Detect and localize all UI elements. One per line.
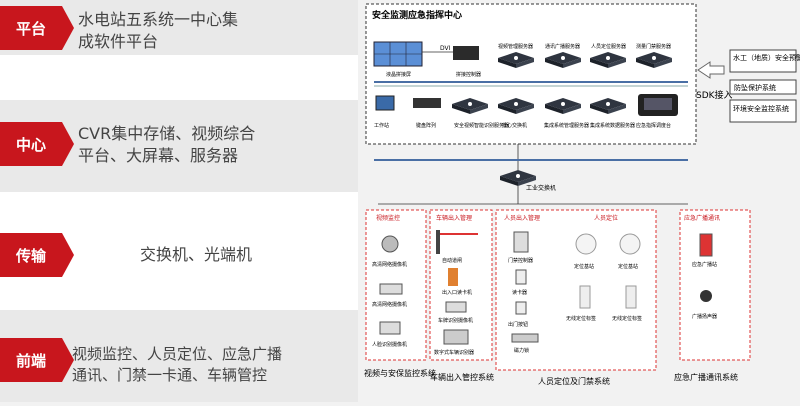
barrier-gate-icon [436,230,440,254]
face-camera-icon [379,321,401,335]
group-caption: 应急广播通讯系统 [674,372,738,382]
device-label: 出门按钮 [508,321,528,328]
reader-icon [515,269,527,285]
external-system-label: 防坠保护系统 [734,83,776,92]
layer-panel: 平台 水电站五系统一中心集 成软件平台 中心 CVR集中存储、视频综合 平台、大… [0,0,358,402]
keyboard-icon [413,98,441,108]
device-label: 应急广播站 [692,261,717,268]
layer-desc: 视频监控、人员定位、应急广播 通讯、门禁一卡通、车辆管控 [72,344,350,386]
anchor-icon [619,233,641,255]
external-system-box [729,79,797,95]
device-label: 车牌识别摄像机 [438,317,473,324]
speaker-icon [700,290,712,302]
device-label: 自动道闸 [442,257,462,264]
group-title: 视频监控 [376,214,400,222]
architecture-diagram: 安全监测应急指挥中心 液晶拼接屏 DVI 拼接控制器 视频管理服务器 通讯广播服… [358,0,800,402]
device-label: 视频管理服务器 [498,43,533,50]
device-label: 人脸识别摄像机 [372,341,407,348]
device-label: 门禁控制器 [508,257,533,264]
industrial-switch-icon [500,170,536,186]
layer-tag: 平台 [0,6,74,50]
layer-tag: 中心 [0,122,74,166]
external-system-label: 环境安全监控系统 [733,104,789,113]
desc-line: CVR集中存储、视频综合 [78,124,256,143]
tag-icon [625,285,637,309]
group-caption: 车辆出入管控系统 [430,372,494,382]
device-label: 无线定位标签 [612,315,642,322]
layer-desc: 交换机、光端机 [140,244,350,266]
device-label: 人员定位服务器 [591,43,626,50]
layer-tag: 前端 [0,338,74,382]
desc-line: 视频监控、人员定位、应急广播 [72,345,283,363]
anchor-icon [575,233,597,255]
door-controller-icon [513,231,529,253]
device-label: 集成系统管理服务器 [544,122,589,129]
device-label: 广播扬声器 [692,313,717,320]
command-center-title: 安全监测应急指挥中心 [372,9,462,21]
sdk-label: SDK接入 [696,89,733,101]
device-label: 键盘阵列 [416,122,436,129]
device-label: 无线定位标签 [566,315,596,322]
plate-camera-icon [445,301,467,313]
group-box [679,209,751,361]
command-center-box [365,3,697,145]
layer-desc: 水电站五系统一中心集 成软件平台 [78,9,350,53]
device-label: 工作站 [374,122,389,129]
card-reader-icon [448,268,458,286]
device-label: 通讯广播服务器 [545,43,580,50]
desc-line: 平台、大屏幕、服务器 [78,146,239,165]
camera-icon [379,283,403,295]
device-label: 测量门禁服务器 [636,43,671,50]
group-title: 应急广播通讯 [684,214,720,222]
layer-tag: 传输 [0,233,74,277]
device-label: 集成系统数据服务器 [590,122,635,129]
device-label: 高清网络摄像机 [372,261,407,268]
workstation-icon [375,95,395,111]
device-label: 安全视频智能识别服务器 [454,122,509,129]
ptz-camera-icon [381,235,399,253]
external-system-label: 水工（地质）安全预警系统 [733,53,800,62]
device-label: 数字式车辆识别器 [434,349,474,356]
external-system-box [729,49,797,73]
switch-label: 工业交换机 [526,184,556,192]
exit-button-icon [515,301,527,315]
device-label: 液晶拼接屏 [386,71,411,78]
arrow-left-icon [697,61,725,79]
group-title: 人员出入管理 [504,214,540,222]
device-label: 拼接控制器 [456,71,481,78]
magnetic-lock-icon [511,333,539,343]
splicer-controller-icon [453,46,479,60]
device-label: 出入口读卡机 [442,289,472,296]
group-caption: 人员定位及门禁系统 [538,376,610,386]
device-label: 磁力锁 [514,347,529,354]
desc-line: 交换机、光端机 [140,245,253,264]
desc-line: 成软件平台 [78,32,159,51]
device-label: 应急指挥调度台 [636,122,671,129]
device-label: 定位基站 [574,263,594,270]
desc-line: 通讯、门禁一卡通、车辆管控 [72,366,268,384]
group-title: 人员定位 [594,214,618,222]
group-caption: 视频与安保监控系统 [364,368,436,378]
desc-line: 水电站五系统一中心集 [78,10,239,29]
dvi-label: DVI [440,45,451,52]
broadcast-station-icon [699,233,713,257]
vehicle-recognizer-icon [443,329,469,345]
device-label: 读卡器 [512,289,527,296]
external-system-box [729,99,797,123]
group-title: 车辆出入管理 [436,214,472,222]
device-label: 定位基站 [618,263,638,270]
device-label: 高清网络摄像机 [372,301,407,308]
device-label: 核心交换机 [502,122,527,129]
layer-desc: CVR集中存储、视频综合 平台、大屏幕、服务器 [78,123,350,167]
tag-icon [579,285,591,309]
